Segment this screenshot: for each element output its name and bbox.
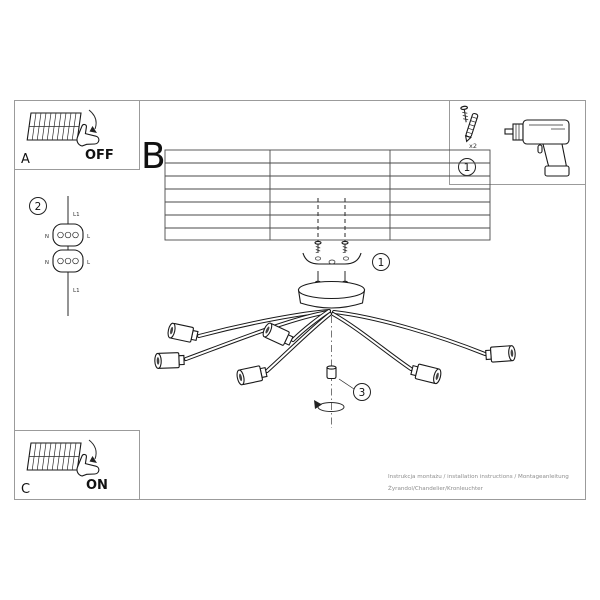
panel-c-border xyxy=(14,430,140,500)
lamp-socket xyxy=(235,364,269,386)
panel-switch-on: C ON xyxy=(14,430,140,500)
wiring-diagram: 2 L1 N L N L L1 xyxy=(29,196,91,316)
block2-right-label: L xyxy=(87,260,91,266)
wall-anchor-icon xyxy=(460,105,479,143)
wire-connector-block-1: N L xyxy=(45,223,91,247)
panel-tools: x2 1 xyxy=(449,100,586,185)
panel-switch-off: A OFF xyxy=(14,100,140,170)
switch-off-state-label: OFF xyxy=(85,148,114,163)
section-label: B xyxy=(141,136,166,177)
step-badge-tools: 1 xyxy=(458,158,476,176)
switch-on-graphic xyxy=(26,439,100,477)
lamp-socket xyxy=(166,322,200,344)
mounting-bracket xyxy=(302,252,362,265)
lamp-socket xyxy=(409,362,443,385)
drill-icon xyxy=(504,119,570,177)
finial-screw xyxy=(326,365,337,380)
block1-right-label: L xyxy=(87,234,91,240)
step-badge-finial: 3 xyxy=(353,383,371,401)
anchor-count-label: x2 xyxy=(469,142,477,150)
ceiling-panels xyxy=(164,149,491,241)
lamp-socket xyxy=(484,344,517,364)
step-number-wiring: 2 xyxy=(35,201,42,213)
panel-a-label: A xyxy=(21,152,30,167)
block2-left-label: N xyxy=(45,260,49,266)
lamp-socket xyxy=(154,351,185,370)
step-number-finial: 3 xyxy=(359,387,366,399)
block1-left-label: N xyxy=(45,234,49,240)
finial-leader-line xyxy=(338,378,355,390)
wire-label-top: L1 xyxy=(73,212,80,218)
step-number-bracket: 1 xyxy=(378,257,385,269)
step-number-tools: 1 xyxy=(464,162,471,174)
wire-connector-block-2: N L xyxy=(45,249,91,273)
step-badge-bracket: 1 xyxy=(372,253,390,271)
footer-line2: Żyrandol/Chandelier/Kronleuchter xyxy=(388,485,484,492)
panel-c-label: C xyxy=(21,482,30,497)
switch-off-graphic xyxy=(26,109,100,147)
panel-a-border xyxy=(14,100,140,170)
tools-border xyxy=(449,100,586,185)
step-badge-wiring: 2 xyxy=(29,197,47,215)
wire-label-bottom: L1 xyxy=(73,288,80,294)
canopy xyxy=(297,280,366,309)
main-border xyxy=(14,100,586,500)
switch-on-state-label: ON xyxy=(86,478,108,493)
mounting-step: 1 xyxy=(302,198,390,271)
footer-line1: Instrukcja montażu / installation instru… xyxy=(388,474,569,480)
rotation-arrow-icon xyxy=(314,400,345,412)
chandelier-arms xyxy=(184,309,487,373)
chandelier: 3 xyxy=(154,271,517,428)
